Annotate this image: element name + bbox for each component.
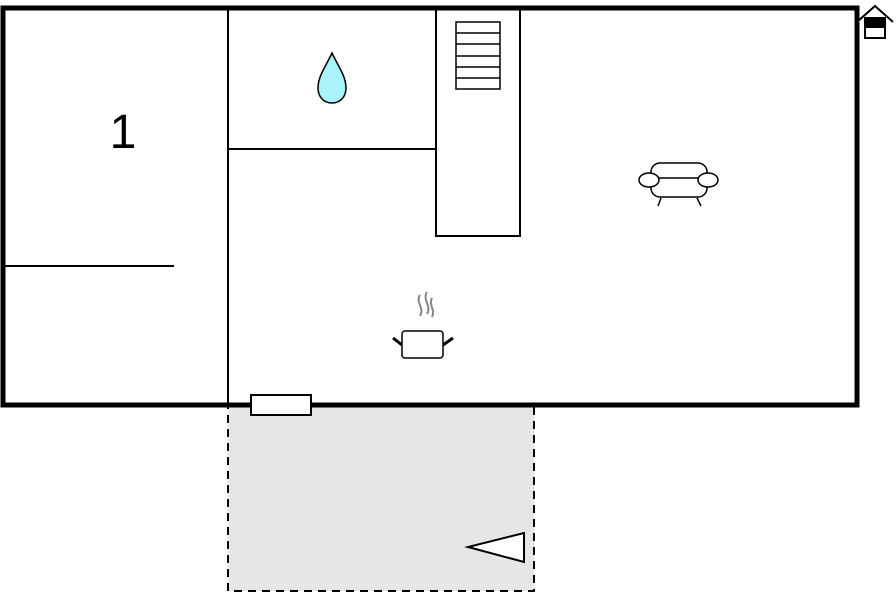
cooking-pot-icon bbox=[392, 291, 454, 359]
entrance-door bbox=[250, 394, 312, 416]
interior-walls bbox=[5, 7, 521, 405]
stairs-icon bbox=[455, 21, 501, 90]
terrace bbox=[227, 404, 535, 592]
triangle-marker-icon bbox=[464, 531, 525, 564]
outer-walls bbox=[0, 5, 860, 408]
room-label-bedroom: 1 bbox=[110, 106, 137, 159]
water-drop-icon bbox=[317, 51, 347, 104]
sofa-icon bbox=[638, 162, 719, 207]
house-floor-icon bbox=[856, 4, 894, 39]
